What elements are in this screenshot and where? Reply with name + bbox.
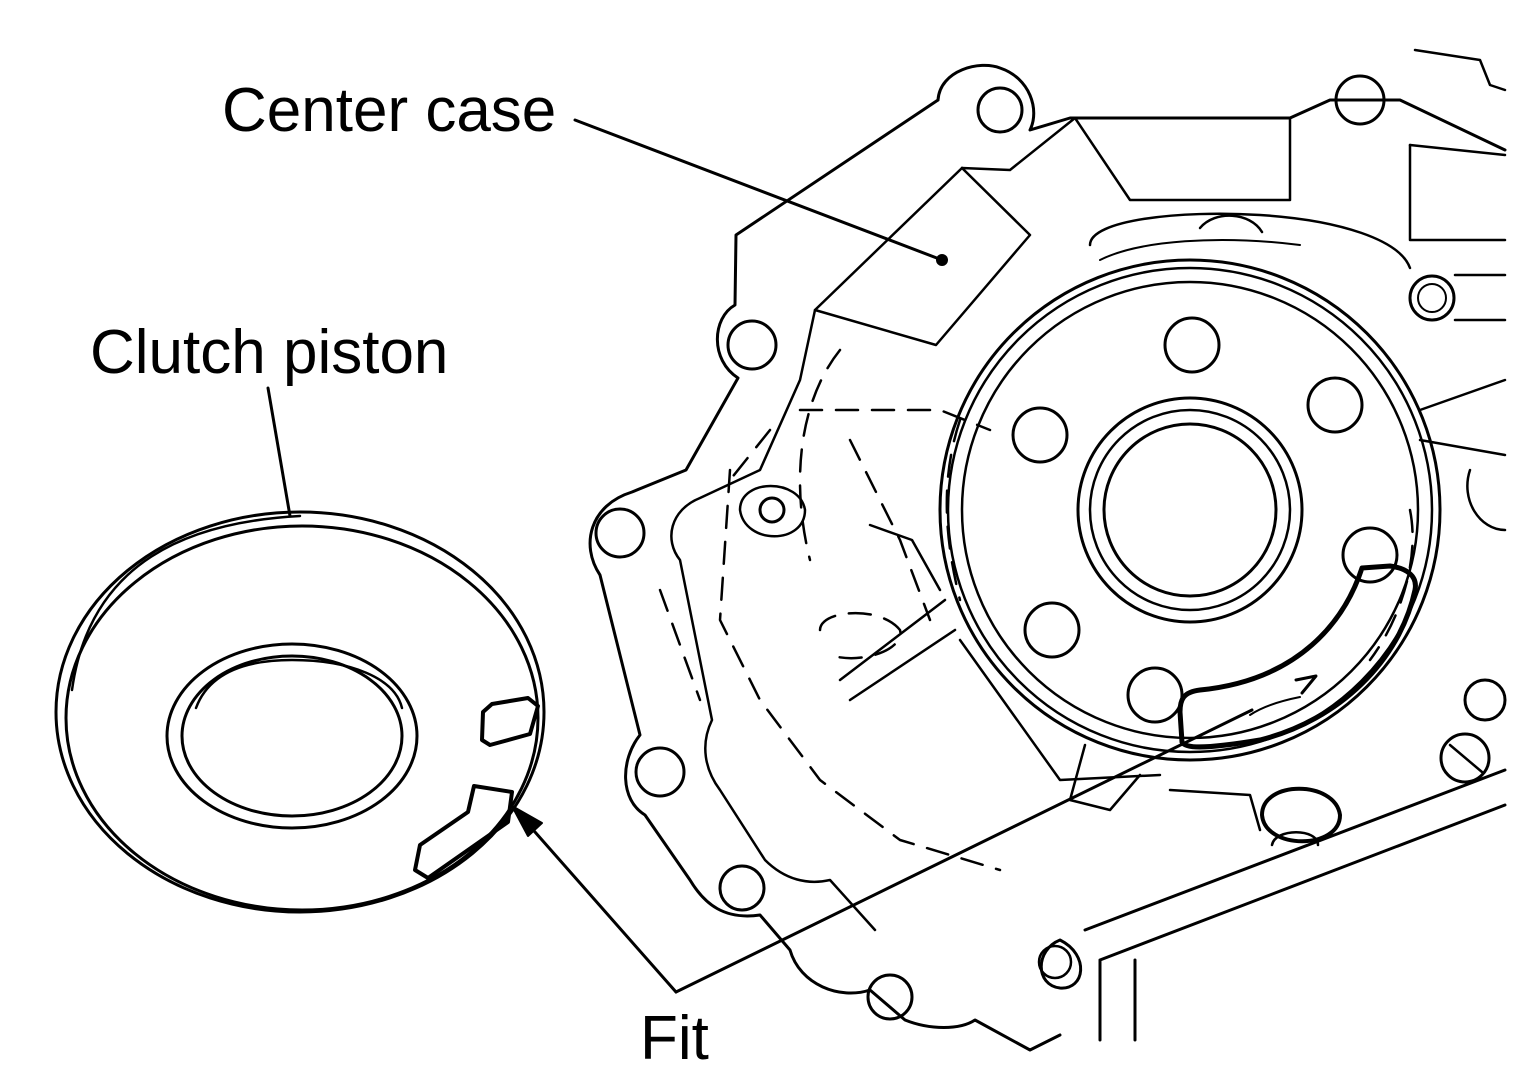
fit-label: Fit: [640, 1004, 709, 1073]
clutch-piston-label: Clutch piston: [90, 318, 449, 387]
hidden-lines: [658, 348, 1414, 872]
leader-lines: [266, 118, 1254, 994]
center-case-leader-dot: [936, 254, 948, 266]
center-case-label: Center case: [222, 76, 557, 145]
fit-arrowhead: [511, 805, 543, 837]
clutch-piston: [54, 510, 546, 914]
center-case: [588, 48, 1507, 1052]
